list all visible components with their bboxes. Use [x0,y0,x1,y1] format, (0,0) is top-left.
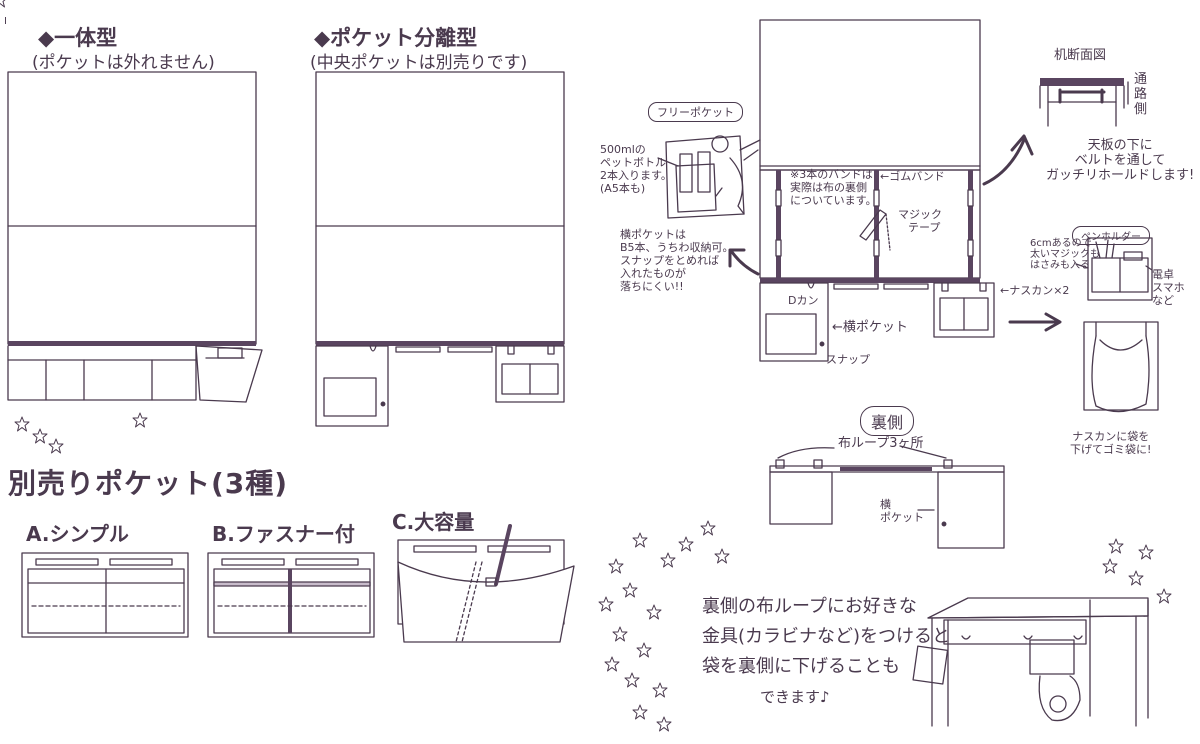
separated-cover [316,72,564,426]
snap-label: スナップ [826,353,870,366]
bottle-note: 500mlの ペットボトル 2本入ります。 (A5本も) [600,143,672,195]
bag-note: ナスカンに袋を 下げてゴミ袋に! [1070,430,1152,456]
integrated-cover [8,72,262,402]
free-pocket-drawing [658,136,760,218]
decorative-stars [0,0,1172,732]
d-ring-label: Dカン [788,294,819,307]
bottom-note: 裏側の布ループにお好きな 金具(カラビナなど)をつけると 袋を裏側に下げることも… [702,596,951,706]
cloth-loop-label: 布ループ3ヶ所 [838,436,924,451]
hanging-bag-drawing [1084,322,1158,412]
pocket-type-a-label: A.シンプル [26,522,129,546]
main-cover-drawing [760,20,994,361]
desk-perspective-drawing [913,598,1148,726]
back-side-pocket-label: 横 ポケット [880,498,924,524]
separated-subtitle: (中央ポケットは別売りです) [310,53,528,73]
pocket-type-c-drawing [398,526,574,642]
integrated-subtitle: (ポケットは外れません) [32,53,215,73]
back-side-drawing [770,446,1004,548]
back-side-badge: 裏側 [860,406,915,436]
elastic-band-label: ←ゴムバンド [880,170,945,183]
calculator-note: 電卓 スマホ など [1152,268,1185,307]
free-pocket-badge: フリーポケット [648,102,743,122]
pen-holder-drawing [1076,238,1152,300]
band-note: ※3本のバンドは 実際は布の裏側 についています。 [790,168,877,207]
pocket-type-b-drawing [208,553,374,637]
pocket-type-c-label: C.大容量 [392,510,475,534]
desk-section-drawing [1040,78,1128,126]
separated-title: ◆ポケット分離型 [314,26,478,50]
pocket-type-b-label: B.ファスナー付 [212,522,355,546]
side-pocket-note: 横ポケットは B5本、うちわ収納可。 スナップをとめれば 入れたものが 落ちにく… [620,228,734,293]
arrows [730,136,1060,330]
pocket-type-a-drawing [22,553,188,637]
aisle-side-label: 通 路 側 [1134,72,1148,117]
desk-section-label: 机断面図 [1054,48,1107,63]
desk-section-note: 天板の下に ベルトを通して ガッチリホールドします! [1046,138,1195,183]
pen-holder-note: 6cmあるので 太いマジックも はさみも入る! [1030,238,1100,271]
cursor-mark: I [4,16,7,27]
integrated-title: ◆一体型 [38,26,118,50]
side-pocket-label: ←横ポケット [832,320,908,335]
magic-tape-label: マジック テープ [898,208,942,234]
sold-separately-title: 別売りポケット(3種) [8,467,289,500]
nascan-label: ←ナスカン×2 [1000,284,1070,297]
